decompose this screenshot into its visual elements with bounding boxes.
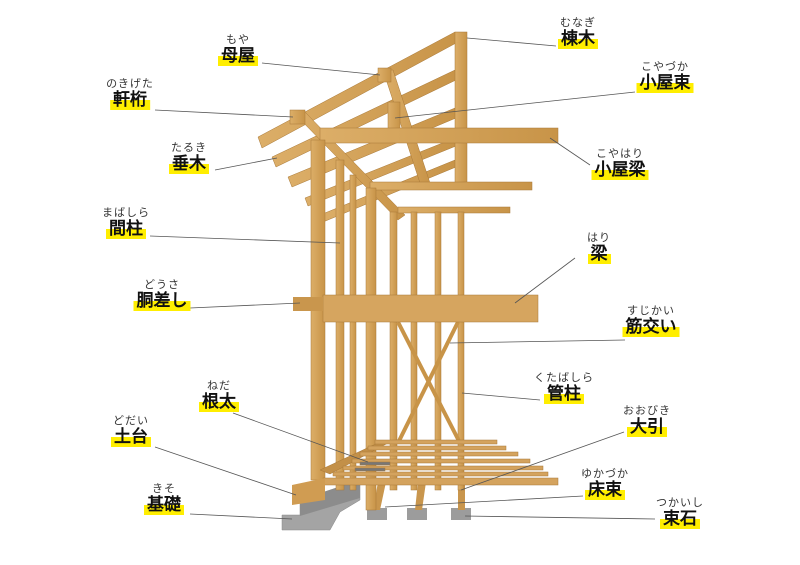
beams [319,127,559,214]
braces [396,321,462,444]
label-taruki: たるき垂木 [169,141,209,174]
label-koyaduka: こやづか小屋束 [636,60,694,93]
roof-members [257,31,468,223]
label-hari: はり梁 [587,231,611,264]
foundation [281,479,471,531]
label-kudabashira: くたばしら管柱 [534,371,594,404]
sill [292,478,325,505]
label-dousa: どうさ胴差し [133,278,191,311]
label-mabashira: まばしら間柱 [102,206,150,239]
label-oobiki: おおびき大引 [623,404,671,437]
label-tsukaishi: つかいし束石 [656,496,704,529]
label-munagi: むなぎ棟木 [558,16,598,49]
label-sujikai: すじかい筋交い [622,304,680,337]
label-kiso: きそ基礎 [144,482,184,515]
label-neda: ねだ根太 [199,379,239,412]
label-yukaduka: ゆかづか床束 [581,467,629,500]
label-koyahari: こやはり小屋梁 [591,147,649,180]
floor-joists [319,439,559,486]
label-dodai: どだい土台 [111,414,151,447]
leader-lines [149,37,656,520]
floor-posts [373,482,465,510]
label-nokigeta: のきげた軒桁 [106,77,154,110]
label-moya: もや母屋 [218,33,258,66]
